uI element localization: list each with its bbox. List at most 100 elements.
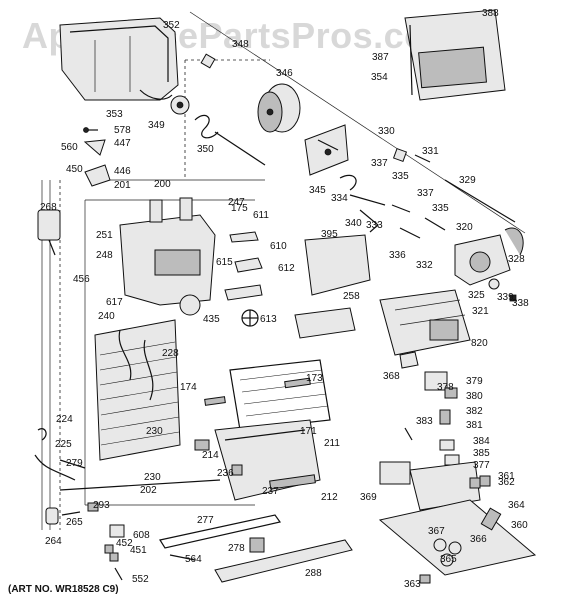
part-label-447: 447 — [114, 138, 131, 149]
part-label-321: 321 — [472, 306, 489, 317]
fan-blade-part-613 — [241, 309, 259, 327]
part-384 — [439, 439, 455, 451]
arm-part-337 — [339, 174, 357, 191]
part-label-265: 265 — [66, 517, 83, 528]
part-label-615: 615 — [216, 257, 233, 268]
plate-part-360 — [378, 499, 537, 576]
housing-part-247 — [119, 197, 216, 306]
part-label-201: 201 — [114, 180, 131, 191]
part-label-264: 264 — [45, 536, 62, 547]
part-451 — [109, 552, 119, 562]
frame-part-202 — [59, 479, 221, 491]
shelf-part-171 — [229, 359, 331, 431]
part-364 — [480, 507, 502, 531]
part-label-385: 385 — [473, 448, 490, 459]
part-label-552: 552 — [132, 574, 149, 585]
bracket-part-611 — [229, 231, 259, 243]
part-label-278: 278 — [228, 543, 245, 554]
cam-part-328 — [504, 227, 524, 256]
bracket-part-368 — [399, 351, 419, 369]
grille-part-288 — [214, 539, 353, 583]
part-label-248: 248 — [96, 250, 113, 261]
part-label-335: 335 — [392, 171, 409, 182]
part-label-240: 240 — [98, 311, 115, 322]
part-label-211: 211 — [324, 438, 340, 449]
auger-housing-part-608 — [109, 524, 125, 538]
part-label-171: 171 — [300, 426, 317, 437]
part-385 — [444, 454, 460, 466]
part-label-325: 325 — [468, 290, 485, 301]
part-label-354: 354 — [371, 72, 388, 83]
part-label-224: 224 — [56, 414, 73, 425]
part-label-384: 384 — [473, 436, 490, 447]
evaporator-part-228 — [94, 319, 181, 461]
part-label-268: 268 — [40, 202, 57, 213]
part-label-202: 202 — [140, 485, 157, 496]
part-label-366: 366 — [470, 534, 487, 545]
part-label-578: 578 — [114, 125, 131, 136]
part-label-387: 387 — [372, 52, 389, 63]
part-236 — [231, 464, 243, 476]
part-label-328: 328 — [508, 254, 525, 265]
part-278 — [249, 537, 265, 553]
part-label-379: 379 — [466, 376, 483, 387]
part-label-364: 364 — [508, 500, 525, 511]
mounting-plate-part-345 — [304, 124, 349, 176]
part-label-820: 820 — [471, 338, 488, 349]
part-label-251: 251 — [96, 230, 113, 241]
part-label-237: 237 — [262, 486, 279, 497]
part-label-361: 361 — [498, 471, 515, 482]
part-label-332: 332 — [416, 260, 433, 271]
switch-part-330 — [392, 147, 408, 163]
part-382 — [439, 409, 451, 425]
part-label-380: 380 — [466, 391, 483, 402]
part-label-279: 279 — [66, 458, 83, 469]
part-label-236: 236 — [217, 468, 234, 479]
part-label-200: 200 — [154, 179, 171, 190]
part-label-360: 360 — [511, 520, 528, 531]
part-label-340: 340 — [345, 218, 362, 229]
part-label-346: 346 — [276, 68, 293, 79]
auger-motor-part-346 — [257, 83, 301, 133]
part-label-350: 350 — [197, 144, 214, 155]
part-label-175: 175 — [231, 203, 248, 214]
screw-part-552 — [114, 567, 123, 581]
part-label-338: 338 — [512, 298, 529, 309]
wire-part-383 — [404, 427, 413, 441]
motor-part-369 — [379, 461, 481, 511]
part-label-368: 368 — [383, 371, 400, 382]
part-label-230: 230 — [146, 426, 163, 437]
part-362 — [479, 475, 491, 487]
part-label-320: 320 — [456, 222, 473, 233]
heater-part-224 — [37, 428, 47, 441]
part-label-174: 174 — [180, 382, 197, 393]
part-label-388: 388 — [482, 8, 499, 19]
part-label-381: 381 — [466, 420, 483, 431]
part-380 — [444, 387, 458, 399]
part-label-560: 560 — [61, 142, 78, 153]
part-label-613: 613 — [260, 314, 277, 325]
part-label-288: 288 — [305, 568, 322, 579]
part-label-247: 247 — [228, 197, 245, 208]
part-label-329: 329 — [459, 175, 476, 186]
part-label-337: 337 — [371, 158, 388, 169]
frame-diagonal-line — [189, 11, 526, 234]
part-label-617: 617 — [106, 297, 123, 308]
auger-spring-part-350 — [194, 114, 266, 166]
rail-part-277 — [159, 514, 282, 549]
part-label-225: 225 — [55, 439, 72, 450]
part-label-452: 452 — [116, 538, 133, 549]
part-label-383: 383 — [416, 416, 433, 427]
part-label-446: 446 — [114, 166, 131, 177]
lever-part-335b — [424, 217, 446, 231]
part-label-230: 230 — [144, 472, 161, 483]
part-365 — [440, 553, 454, 567]
part-label-334: 334 — [331, 193, 348, 204]
cover-part-258 — [294, 307, 356, 339]
part-label-610: 610 — [270, 241, 287, 252]
part-label-212: 212 — [321, 492, 338, 503]
part-label-258: 258 — [343, 291, 360, 302]
part-label-352: 352 — [163, 20, 180, 31]
damper-part-435 — [179, 294, 201, 316]
